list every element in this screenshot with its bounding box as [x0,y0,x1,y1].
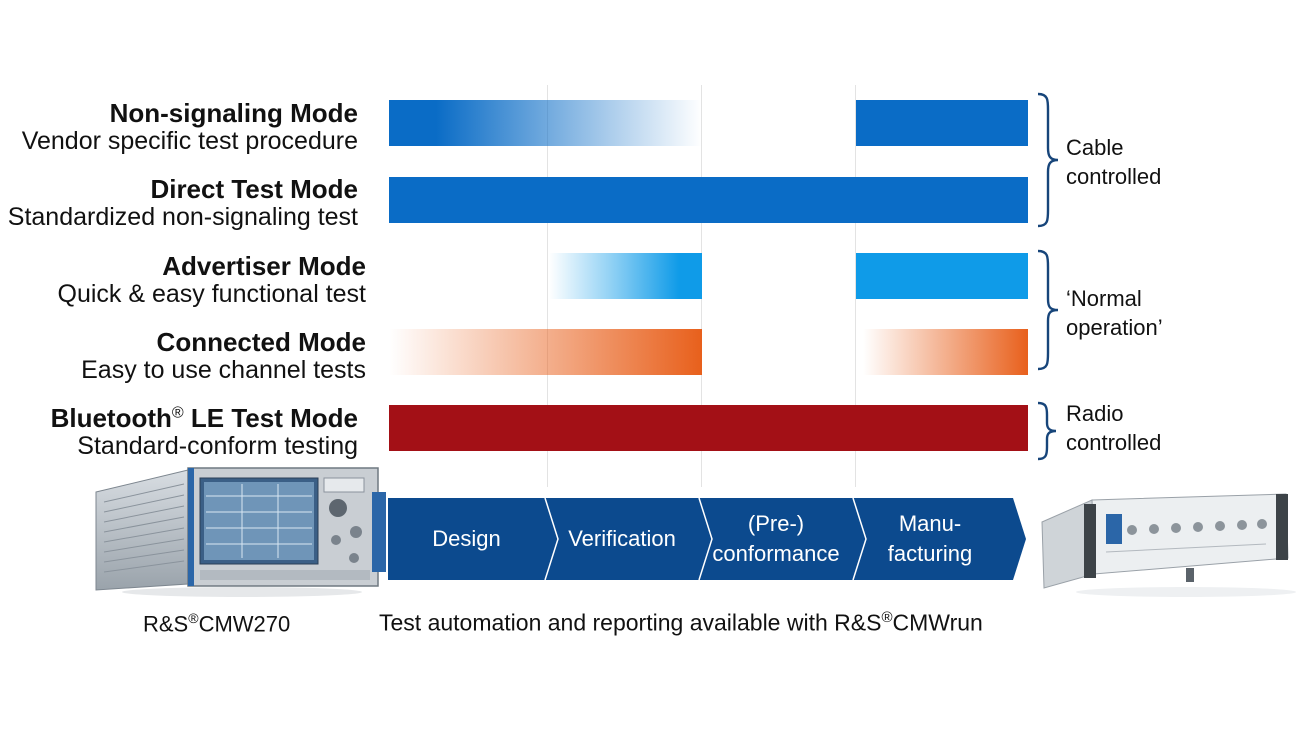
mode-label-non-signaling: Non-signaling Mode Vendor specific test … [22,100,358,154]
stage-label-line: Verification [568,526,676,551]
stage-pre-conformance: (Pre-) conformance [699,498,853,580]
group-label-line: Cable [1066,135,1124,160]
production-tester-image [1041,493,1296,597]
bar-advertiser-manufacturing [856,253,1028,299]
mode-title: Bluetooth® LE Test Mode [51,405,358,431]
mode-description: Standard-conform testing [77,432,358,460]
registered-mark: ® [171,404,184,422]
mode-title-rest: LE Test Mode [183,403,358,433]
bar-advertiser-dev [549,253,702,299]
bar-connected-manufacturing [863,329,1028,375]
group-label-normal-operation: ‘Normal operation’ [1066,284,1163,342]
caption-text: CMW270 [198,611,291,637]
stage-manufacturing: Manu-facturing [853,498,1007,580]
mode-description: Vendor specific test procedure [21,127,358,155]
stage-design: Design [388,498,545,580]
stage-verification: Verification [545,498,699,580]
caption-cmw270: R&S®CMW270 [143,610,290,637]
mode-title: Direct Test Mode [150,174,358,204]
caption-text: R&S [143,611,189,637]
group-label-cable-controlled: Cable controlled [1066,133,1161,191]
stage-label-line: conformance [712,541,840,566]
bar-connected-dev [389,329,702,375]
group-label-line: ‘Normal [1066,286,1142,311]
process-arrow [388,498,1026,580]
mode-title: Advertiser Mode [162,251,366,281]
footer-caption: Test automation and reporting available … [379,609,983,637]
registered-mark: ® [188,610,199,626]
gridline [855,85,856,487]
brace-icon [1037,249,1059,371]
mode-description: Quick & easy functional test [57,280,366,308]
mode-title: Non-signaling Mode [109,98,358,128]
registered-mark: ® [881,609,893,626]
footer-text: Test automation and reporting available … [379,609,882,636]
mode-label-bluetooth-le: Bluetooth® LE Test Mode Standard-conform… [51,405,358,459]
mode-description: Standardized non-signaling test [7,203,358,231]
mode-title: Connected Mode [156,327,366,357]
gridline [547,85,548,487]
mode-label-direct-test: Direct Test Mode Standardized non-signal… [8,176,358,230]
brace-icon [1037,92,1059,228]
bar-bluetooth-le-test [389,405,1028,451]
group-label-line: operation’ [1066,315,1163,340]
stage-label-line: (Pre-) [747,511,805,536]
bar-non-signaling-manufacturing [856,100,1028,146]
bar-non-signaling-dev [389,100,702,146]
mode-description: Easy to use channel tests [81,356,366,384]
group-label-line: Radio [1066,401,1124,426]
cmw270-instrument-image [95,467,386,597]
mode-label-advertiser: Advertiser Mode Quick & easy functional … [58,253,366,307]
mode-label-connected: Connected Mode Easy to use channel tests [81,329,366,383]
brace-icon [1037,401,1057,461]
mode-title-main: Bluetooth [50,403,172,433]
group-label-line: controlled [1066,430,1162,455]
bar-direct-test [389,177,1028,223]
stage-label-line: facturing [887,541,973,566]
group-label-line: controlled [1066,164,1162,189]
stage-label-line: Manu- [898,511,962,536]
stage-label-line: Design [432,526,501,551]
group-label-radio-controlled: Radio controlled [1066,399,1161,457]
footer-product: CMWrun [892,609,983,636]
